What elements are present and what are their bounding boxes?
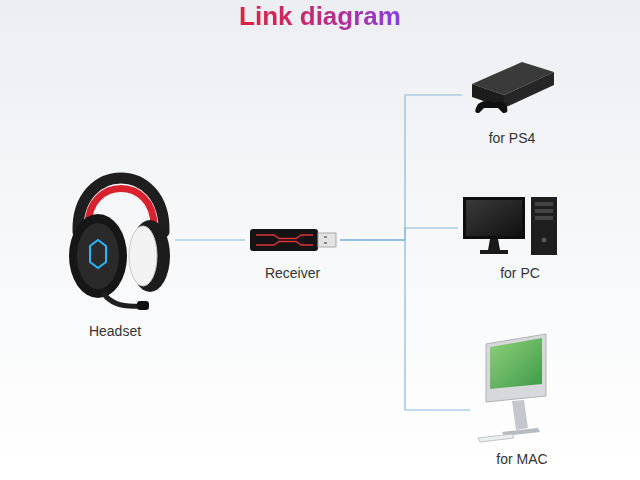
power-button — [542, 238, 547, 243]
dongle-body — [250, 229, 318, 251]
diagram-title: Link diagram — [239, 1, 401, 31]
dongle-trim — [256, 235, 313, 239]
pc-illustration — [463, 197, 557, 255]
link-line — [340, 240, 470, 410]
console-illustration — [472, 62, 554, 113]
imac-body — [486, 334, 546, 402]
device-label: for MAC — [496, 450, 547, 468]
usb-hole — [324, 236, 327, 238]
imac-stand — [512, 400, 528, 430]
drive-bay — [535, 216, 553, 220]
device-label: Receiver — [265, 264, 320, 282]
earcup-front — [69, 214, 127, 298]
device-node: for PS4 — [462, 55, 562, 147]
link-line — [340, 95, 462, 240]
device-label: Headset — [89, 322, 141, 340]
device-node: Receiver — [245, 222, 340, 282]
device-node: for PC — [458, 190, 582, 282]
earcup-back — [130, 220, 170, 292]
mic-boom — [104, 294, 140, 306]
drive-bay — [535, 209, 553, 213]
device-node: for MAC — [470, 330, 574, 468]
monitor-screen — [466, 200, 522, 236]
controller — [475, 101, 507, 113]
headset-illustration — [69, 178, 170, 310]
usb-hole — [324, 242, 327, 244]
receiver-illustration — [250, 229, 336, 251]
drive-bay — [535, 202, 553, 206]
console-side — [504, 72, 554, 108]
dongle-trim — [256, 242, 313, 246]
keyboard — [478, 434, 514, 442]
monitor-stand — [488, 239, 500, 250]
mic-tip — [137, 301, 149, 310]
monitor — [463, 197, 525, 239]
device-label: for PS4 — [489, 129, 536, 147]
usb-plug — [318, 233, 336, 247]
link-line — [340, 228, 458, 240]
device-node: Headset — [55, 170, 175, 340]
monitor-base — [480, 250, 508, 254]
ear-cushion — [129, 226, 157, 286]
imac-screen — [490, 338, 542, 389]
led-logo — [90, 240, 106, 268]
mac-illustration — [478, 334, 546, 442]
tower — [531, 197, 557, 255]
title-bar: Link diagram — [0, 0, 640, 32]
earcup-plate — [77, 223, 119, 289]
link-line — [175, 239, 245, 240]
device-label: for PC — [500, 264, 540, 282]
